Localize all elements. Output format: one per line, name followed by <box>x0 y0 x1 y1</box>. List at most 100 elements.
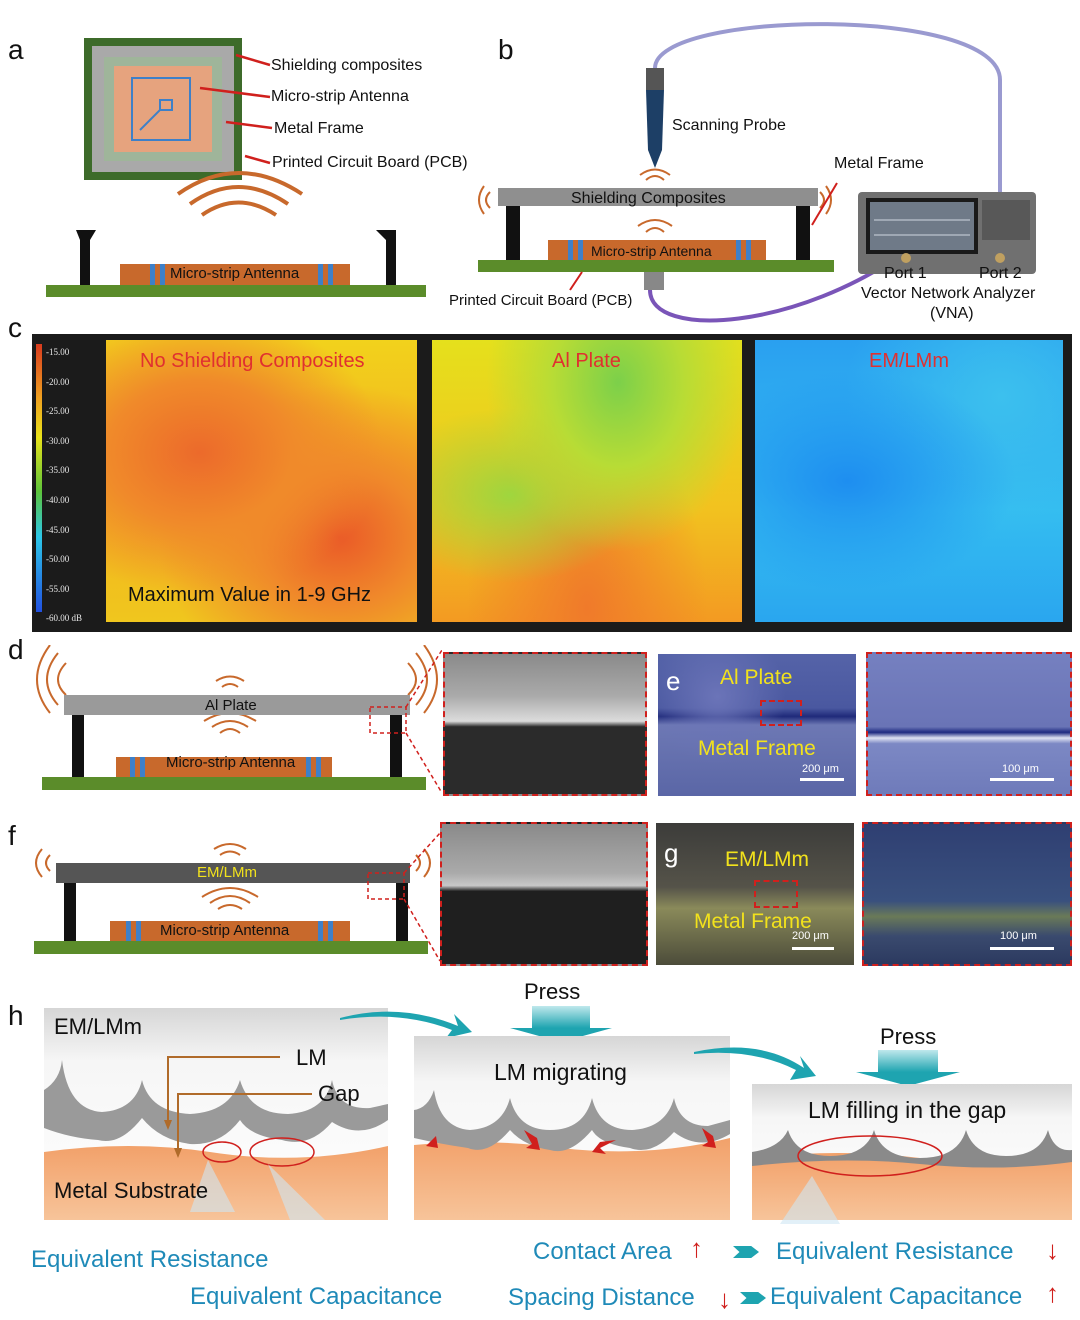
antenna-block <box>120 264 350 285</box>
g-metal-frame-label: Metal Frame <box>694 910 812 933</box>
tick-6: -40.00 <box>46 494 70 505</box>
g-scale-1: 200 μm <box>792 930 829 942</box>
pcb-board <box>46 285 426 297</box>
map-title-al-plate: Al Plate <box>552 350 621 372</box>
callout-metal-frame: Metal Frame <box>274 120 364 137</box>
f-zoom-inset <box>440 822 648 966</box>
shielding-composites-plate <box>498 188 818 206</box>
flow-arrow-1 <box>340 1011 472 1038</box>
b-port2: Port 2 <box>979 265 1022 282</box>
d-zoom-inset <box>443 652 647 796</box>
tick-4: -30.00 <box>46 435 70 446</box>
g-zoom-box <box>754 880 798 908</box>
panel-h-diagram <box>44 1006 1072 1224</box>
map-title-no-shielding: No Shielding Composites <box>140 350 365 372</box>
flow-arrow-2 <box>694 1047 816 1080</box>
h-press-2: Press <box>880 1024 937 1049</box>
d-al-plate-label: Al Plate <box>205 697 257 714</box>
b-vna-abbr: (VNA) <box>930 305 974 322</box>
e-scale-bar-1 <box>800 778 844 781</box>
tick-5: -35.00 <box>46 465 70 476</box>
h-lm: LM <box>296 1045 327 1070</box>
tick-9: -55.00 <box>46 583 70 594</box>
tick-1: -15.00 <box>46 347 70 357</box>
h-gap: Gap <box>318 1081 360 1106</box>
up-arrow-icon-2: ↑ <box>1046 1278 1059 1308</box>
callout-pcb: Printed Circuit Board (PCB) <box>272 154 468 171</box>
scanning-probe <box>646 90 664 168</box>
heatmap-emlmm <box>755 340 1063 622</box>
panel-label-g: g <box>664 838 679 868</box>
heatmap-al-plate <box>432 340 742 622</box>
panel-label-e: e <box>666 666 681 696</box>
h-lm-migrating: LM migrating <box>494 1059 627 1085</box>
cable-port2 <box>653 22 1002 195</box>
panel-label-a: a <box>8 34 24 65</box>
a-antenna-label: Micro-strip Antenna <box>170 265 300 282</box>
d-antenna-label: Micro-strip Antenna <box>166 754 296 771</box>
e-scale-2: 100 μm <box>1002 763 1039 775</box>
panel-f-diagram <box>34 833 441 962</box>
panel-label-d: d <box>8 634 24 665</box>
b-pcb: Printed Circuit Board (PCB) <box>449 292 633 309</box>
tick-3: -25.00 <box>46 406 70 417</box>
panel-label-h: h <box>8 1000 24 1031</box>
up-arrow-icon: ↑ <box>690 1233 703 1263</box>
panel-b-diagram <box>478 22 1036 323</box>
e-al-plate-label: Al Plate <box>720 666 793 689</box>
callout-antenna: Micro-strip Antenna <box>271 88 409 105</box>
antenna-trace <box>139 99 173 131</box>
h-equivalent-capacitance-2: Equivalent Capacitance <box>770 1283 1023 1310</box>
frame-left <box>76 230 96 285</box>
heatmap-no-shielding <box>106 340 417 622</box>
frame-right <box>376 230 396 285</box>
tick-8: -50.00 <box>46 554 70 565</box>
b-antenna: Micro-strip Antenna <box>591 243 712 259</box>
h-equivalent-resistance: Equivalent Resistance <box>31 1246 269 1273</box>
f-emlmm-label: EM/LMm <box>197 864 257 881</box>
cable-port1 <box>648 246 912 323</box>
press-arrow-1 <box>532 1006 590 1028</box>
g-scale-bar-1 <box>792 947 834 950</box>
metal-frame-post <box>796 206 810 260</box>
b-vna-name: Vector Network Analyzer <box>861 285 1036 302</box>
b-scanning-probe: Scanning Probe <box>672 117 786 134</box>
down-arrow-icon: ↓ <box>1046 1235 1059 1265</box>
h-emlmm: EM/LMm <box>54 1014 142 1039</box>
b-metal-frame: Metal Frame <box>834 155 924 172</box>
panel-label-b: b <box>498 34 514 65</box>
b-port1: Port 1 <box>884 265 927 282</box>
tick-2: -20.00 <box>46 376 70 387</box>
colorbar-ticks: -15.00 -20.00 -25.00 -30.00 -35.00 -40.0… <box>46 338 106 628</box>
e-scale-bar-2 <box>990 778 1054 781</box>
tick-7: -45.00 <box>46 524 70 535</box>
h-lm-filling: LM filling in the gap <box>808 1097 1007 1123</box>
chevron-right-icon <box>733 1246 759 1258</box>
tick-10: -60.00 dB <box>46 613 82 624</box>
panel-d-diagram <box>36 645 442 794</box>
panel-label-f: f <box>8 820 16 851</box>
map-title-emlmm: EM/LMm <box>869 350 949 372</box>
press-arrow-2 <box>878 1050 938 1072</box>
panel-a-diagram <box>46 38 426 297</box>
g-emlmm-label: EM/LMm <box>725 848 809 871</box>
stage1-lm-droplets <box>44 1060 388 1145</box>
map-note: Maximum Value in 1-9 GHz <box>128 584 372 606</box>
h-press-1: Press <box>524 979 581 1004</box>
f-antenna-label: Micro-strip Antenna <box>160 922 290 939</box>
h-equivalent-resistance-2: Equivalent Resistance <box>776 1238 1014 1265</box>
e-scale-1: 200 μm <box>802 763 839 775</box>
e-zoom-box <box>760 700 802 726</box>
callout-shielding: Shielding composites <box>271 57 423 74</box>
e-zoom-inset <box>866 652 1072 796</box>
g-scale-2: 100 μm <box>1000 930 1037 942</box>
h-spacing-distance: Spacing Distance <box>508 1284 695 1311</box>
g-zoom-inset <box>862 822 1072 966</box>
h-contact-area: Contact Area <box>533 1238 672 1265</box>
colorbar <box>36 344 42 612</box>
b-shielding-composites: Shielding Composites <box>571 190 726 207</box>
h-metal-substrate: Metal Substrate <box>54 1178 209 1203</box>
h-equivalent-capacitance: Equivalent Capacitance <box>190 1283 443 1310</box>
down-arrow-icon-2: ↓ <box>718 1284 731 1314</box>
panel-label-c: c <box>8 312 22 343</box>
